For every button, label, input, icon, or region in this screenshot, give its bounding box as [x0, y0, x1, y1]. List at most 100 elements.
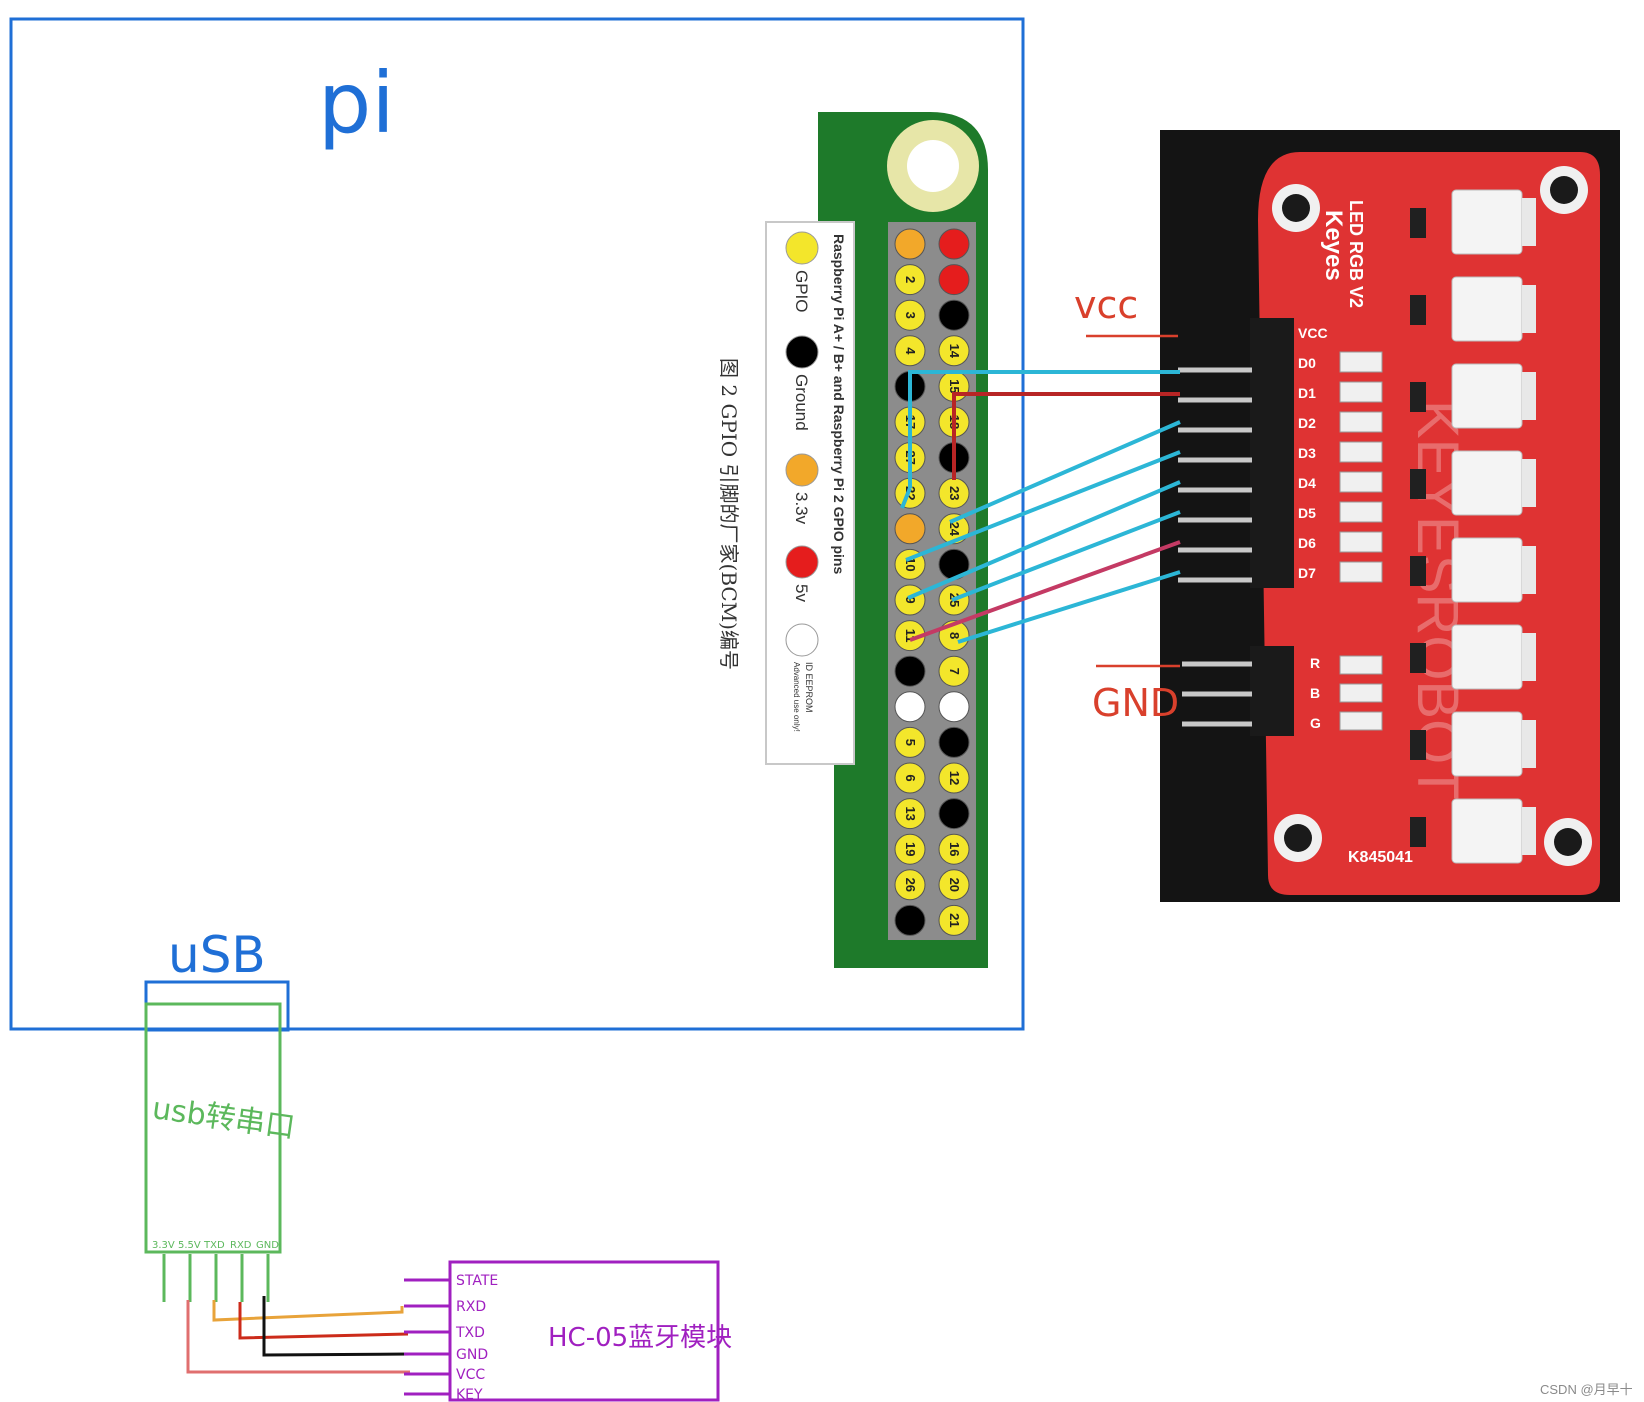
- led-pin-label-bottom: R: [1310, 655, 1320, 671]
- usb-pin-stubs: [162, 1254, 270, 1302]
- rgb-led-leads: [1522, 546, 1536, 594]
- gpio-pin-label: 6: [903, 774, 918, 781]
- rgb-led-6: [1451, 624, 1523, 690]
- led-transistor: [1410, 643, 1426, 673]
- gpio-pin-outer-17: [938, 798, 970, 830]
- gpio-pin-label: 21: [947, 913, 962, 927]
- rgb-led-leads: [1522, 198, 1536, 246]
- legend-label: ID EEPROM: [804, 662, 814, 713]
- gpio-wires: [900, 370, 1181, 644]
- gpio-pin-inner-20: [894, 904, 926, 936]
- usb-serial-pin-label: TXD: [203, 1240, 225, 1251]
- smd-resistor: [1339, 531, 1383, 553]
- legend-label: 5v: [792, 584, 811, 602]
- gpio-pin-label: 14: [947, 344, 962, 359]
- gpio-pin-inner-15: [894, 726, 926, 758]
- rgb-led-leads: [1522, 633, 1536, 681]
- smd-resistor: [1339, 501, 1383, 523]
- wire-d1: [949, 420, 1181, 524]
- gpio-pin-outer-14: [938, 691, 970, 723]
- csdn-watermark: CSDN @月早十: [1540, 1382, 1633, 1397]
- led-pin-label-bottom: B: [1310, 685, 1320, 701]
- smd-resistor: [1339, 683, 1383, 703]
- legend-label: GPIO: [792, 270, 811, 313]
- usb-port: [144, 980, 290, 1032]
- gpio-pin-outer-4: [938, 335, 970, 367]
- pi-board-outline: [9, 17, 1025, 1031]
- legend-label: 3.3v: [792, 492, 811, 525]
- gpio-pin-label: 19: [903, 842, 918, 856]
- led-pin-label-bottom: G: [1310, 715, 1321, 731]
- hc05-pin-label: TXD: [455, 1325, 485, 1341]
- rgb-led-4: [1451, 450, 1523, 516]
- gpio-pin-inner-1: [894, 228, 926, 260]
- usb-serial-pin-label: GND: [256, 1240, 279, 1251]
- gpio-pin-label: 20: [947, 878, 962, 892]
- mounting-hole-inner: [907, 140, 959, 192]
- legend-sublabel: Advanced use only!: [792, 662, 801, 732]
- hc05-pin-label: KEY: [456, 1387, 483, 1402]
- rgb-led-1: [1451, 189, 1523, 255]
- wire-d5: [909, 540, 1181, 642]
- wire-d3: [907, 480, 1181, 600]
- gpio-pin-inner-16: [894, 762, 926, 794]
- figure-caption: 图 2 GPIO 引脚的厂家(BCM)编号: [717, 358, 741, 670]
- led-pin-label-top: VCC: [1298, 325, 1328, 341]
- gpio-legend-title: Raspberry Pi A+ / B+ and Raspberry Pi 2 …: [831, 234, 847, 574]
- rgb-led-3: [1451, 363, 1523, 429]
- hc05-pin-label: VCC: [456, 1367, 485, 1383]
- led-pin-label-top: D4: [1298, 475, 1316, 491]
- gpio-pin-outer-3: [938, 299, 970, 331]
- legend-swatch-5: [785, 623, 819, 657]
- rgb-led-leads: [1522, 285, 1536, 333]
- gpio-pin-outer-2: [938, 264, 970, 296]
- rgb-led-leads: [1522, 807, 1536, 855]
- rgb-led-8: [1451, 798, 1523, 864]
- gpio-pin-inner-18: [894, 833, 926, 865]
- hc05-label: HC-05蓝牙模块: [548, 1323, 732, 1353]
- gpio-pin-inner-9: [894, 513, 926, 545]
- gpio-pin-label: 26: [903, 878, 918, 892]
- gpio-pin-label: 2: [903, 276, 918, 283]
- led-transistor: [1410, 382, 1426, 412]
- gpio-pin-label: 8: [947, 632, 962, 639]
- gpio-pin-outer-13: [938, 655, 970, 687]
- led-transistor: [1410, 208, 1426, 238]
- smd-resistor: [1339, 711, 1383, 731]
- gpio-pin-label: 4: [903, 347, 918, 355]
- gpio-header: 2341727221091156131926141518232425871216…: [717, 112, 988, 968]
- led-module-title: LED RGB V2: [1346, 200, 1366, 308]
- gpio-pin-outer-20: [938, 904, 970, 936]
- wire-gnd-gnd: [262, 1296, 411, 1357]
- gpio-pin-inner-13: [894, 655, 926, 687]
- gpio-pin-outer-1: [938, 228, 970, 260]
- gpio-pin-label: 13: [903, 806, 918, 820]
- led-transistor: [1410, 556, 1426, 586]
- gpio-pin-label: 3: [903, 312, 918, 319]
- usb-serial-converter: [144, 1002, 282, 1254]
- rgb-led-leads: [1522, 459, 1536, 507]
- rgb-led-5: [1451, 537, 1523, 603]
- gpio-pin-outer-15: [938, 726, 970, 758]
- led-bottom-header: [1250, 646, 1294, 736]
- wire-vcc: [908, 370, 1180, 488]
- gpio-pin-label: 15: [947, 379, 962, 393]
- gpio-pin-inner-2: [894, 264, 926, 296]
- smd-resistor: [1339, 471, 1383, 493]
- led-transistor: [1410, 295, 1426, 325]
- legend-swatch-1: [785, 231, 819, 265]
- smd-resistor: [1339, 351, 1383, 373]
- gpio-pin-inner-14: [894, 691, 926, 723]
- wire-txd-rxd: [212, 1300, 404, 1322]
- wire-d4: [951, 510, 1181, 602]
- led-pin-label-top: D5: [1298, 505, 1316, 521]
- led-module-brand: Keyes: [1320, 210, 1347, 281]
- usb-serial-pin-label: 3.3V: [152, 1240, 175, 1251]
- wire-d0: [952, 392, 1180, 480]
- wire-rxd-txd: [238, 1302, 409, 1340]
- smd-resistor: [1339, 561, 1383, 583]
- gpio-pin-label: 16: [947, 842, 962, 856]
- rgb-led-leads: [1522, 372, 1536, 420]
- gpio-legend-card: [765, 221, 855, 765]
